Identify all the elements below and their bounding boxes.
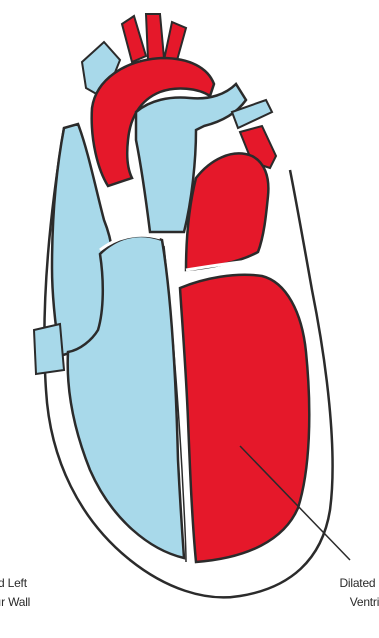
left-ventricle [180,275,309,562]
right-label-line-2: Ventric [339,593,379,612]
left-label-line-1: d Left [0,574,30,593]
right-label-line-1: Dilated L [339,574,379,593]
dilated-ventricle-label: Dilated L Ventric [339,574,379,612]
left-ventricular-wall-label: d Left ır Wall [0,574,30,612]
aortic-branch-2 [146,14,164,60]
left-label-line-2: ır Wall [0,593,30,612]
inferior-vena-cava [34,324,64,374]
left-atrium [186,153,268,270]
aortic-branch-1 [122,16,146,62]
